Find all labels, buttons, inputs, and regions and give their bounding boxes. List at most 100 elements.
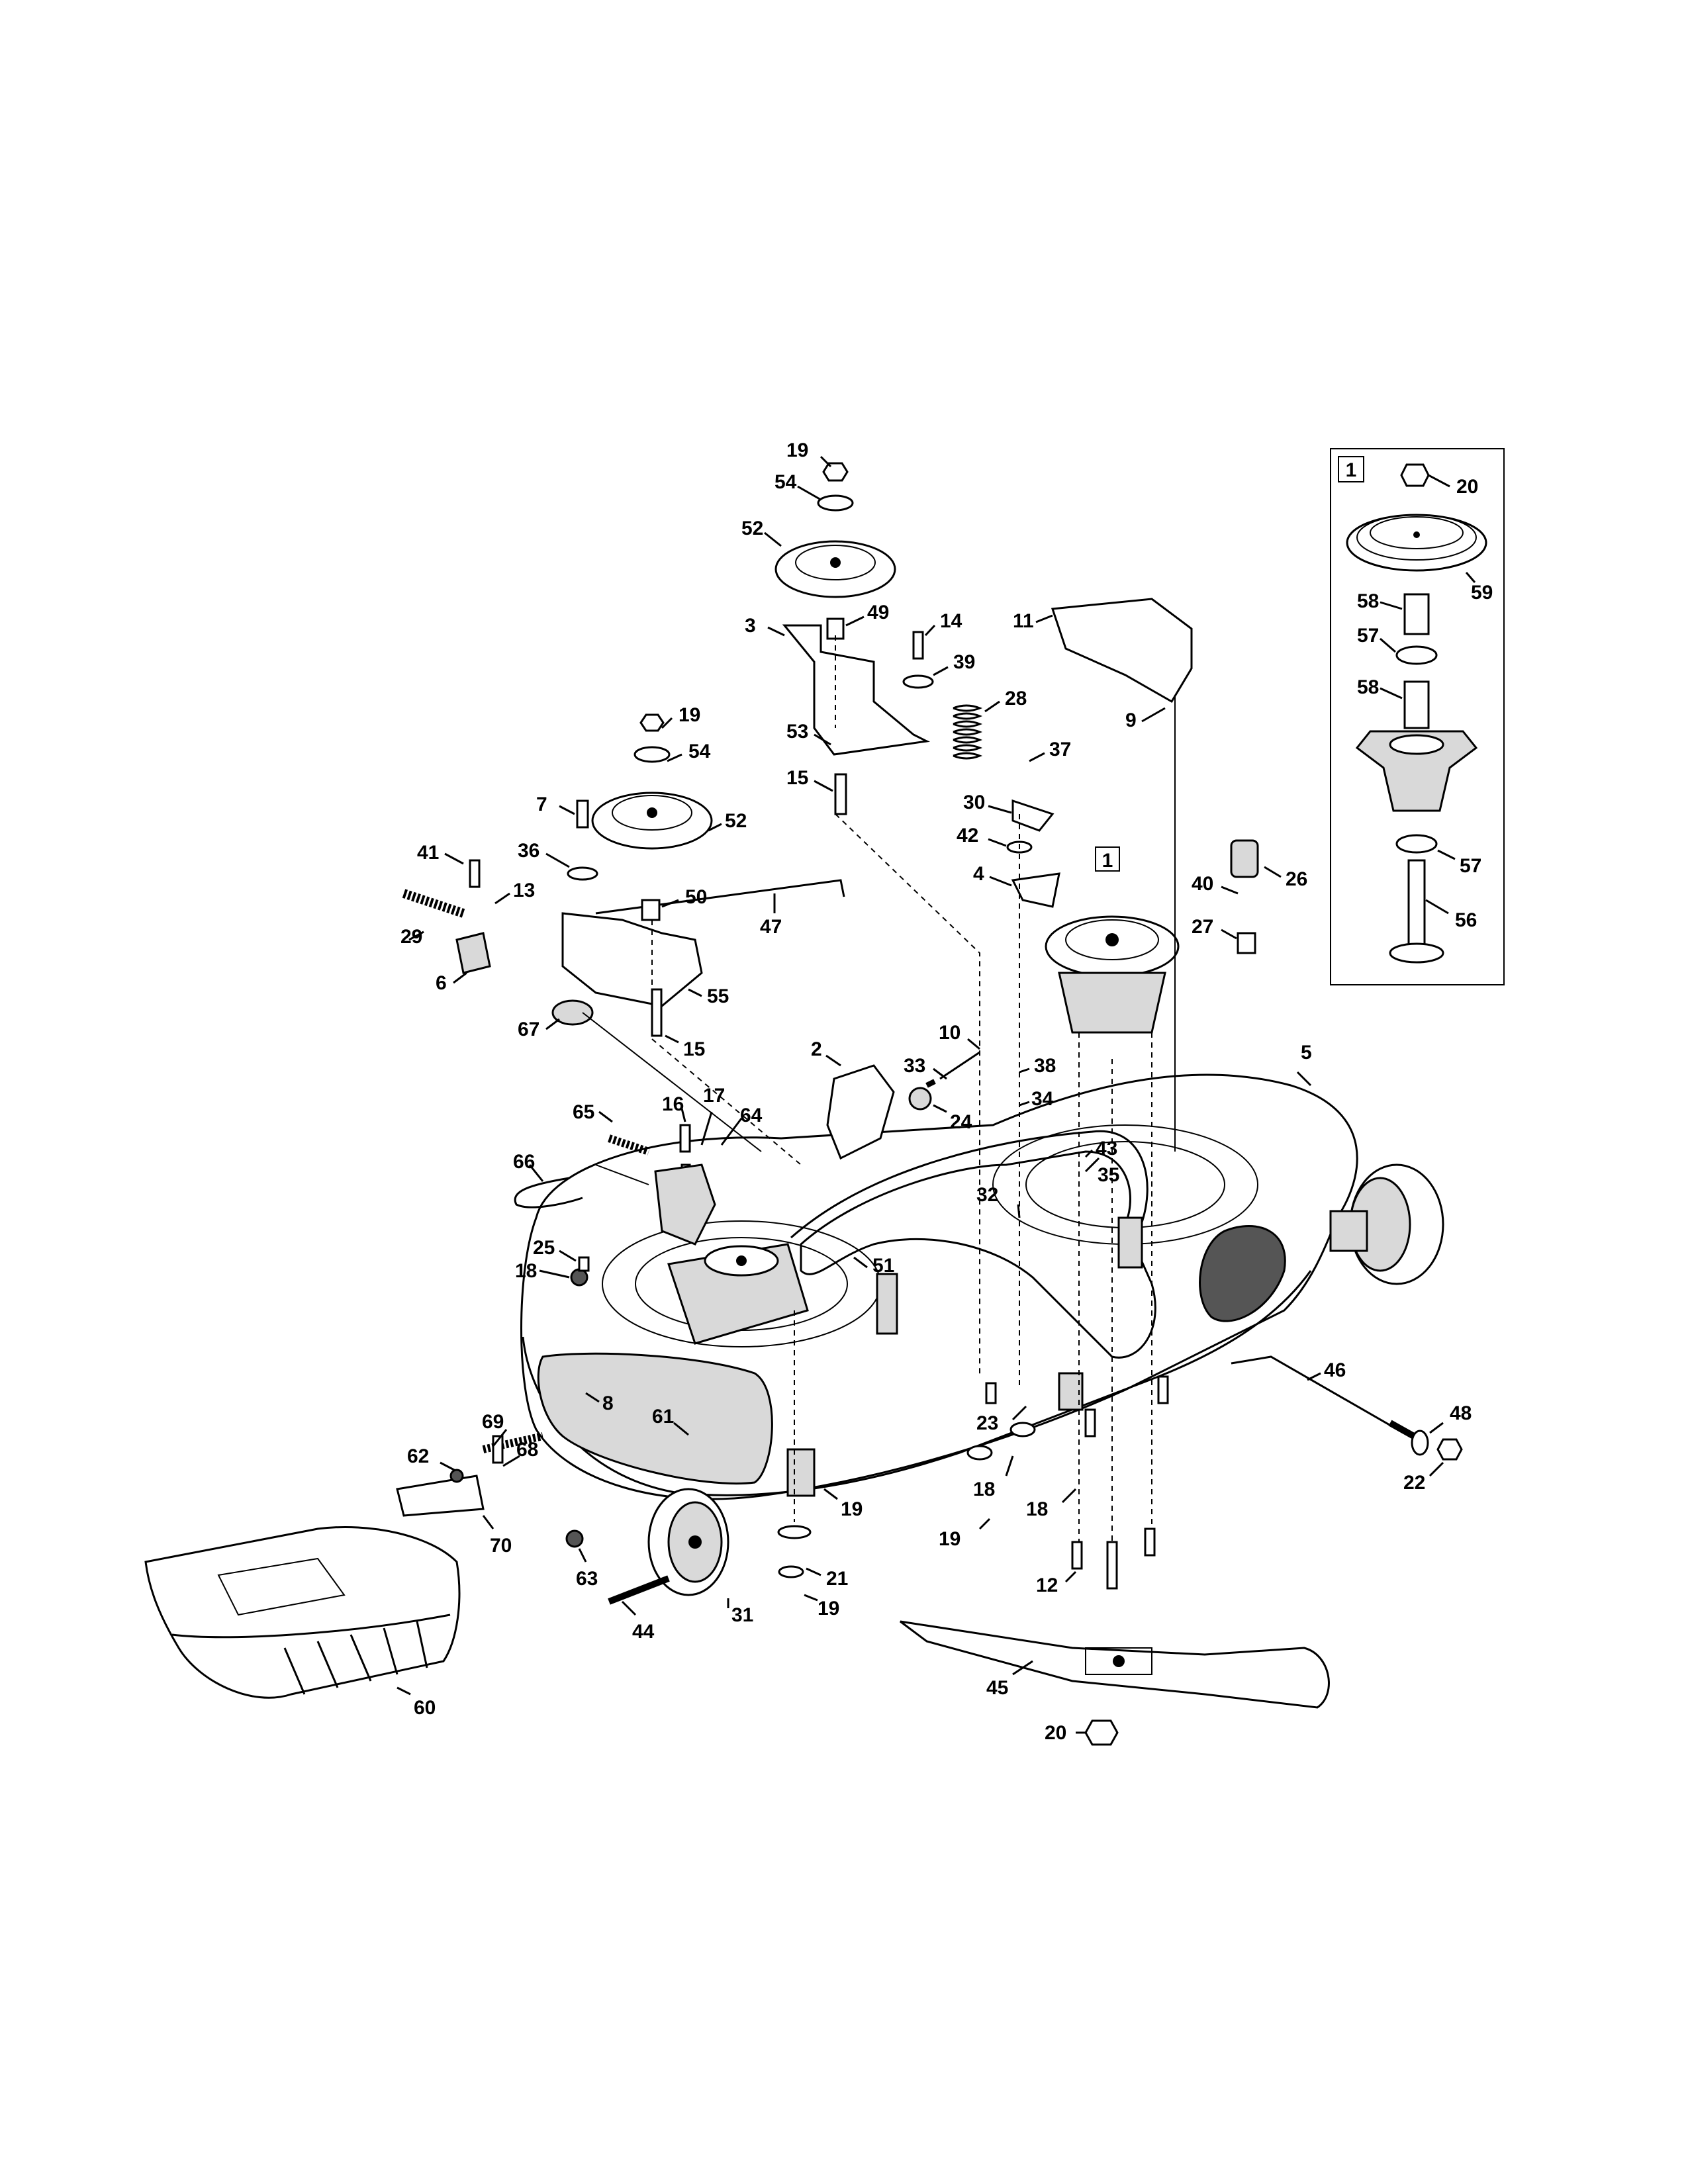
callout-3: 3 [745,615,756,637]
callout-30: 30 [963,792,985,813]
callout-43: 43 [1096,1138,1117,1160]
washer-icon [1395,645,1438,665]
spring-icon [402,889,465,918]
callout-35: 35 [1098,1164,1119,1186]
callout-19: 19 [786,439,808,461]
callout-36: 36 [518,840,539,862]
callout-18: 18 [1026,1498,1048,1520]
callout-48: 48 [1450,1402,1472,1424]
callout-18: 18 [515,1260,537,1282]
callout-56: 56 [1455,909,1477,931]
callout-57: 57 [1357,625,1379,647]
callout-44: 44 [632,1621,655,1643]
deck-bracket-icon [876,1273,898,1335]
idler-rod-icon [595,879,845,915]
callout-41: 41 [417,842,439,864]
callout-9: 9 [1125,709,1137,731]
callout-4: 4 [973,863,984,885]
callout-25: 25 [533,1237,555,1259]
spring-28 [953,704,983,760]
callout-60: 60 [414,1697,436,1719]
callout-37: 37 [1049,739,1071,760]
spindle-inset: 1 20 59 58 57 58 57 56 [1330,448,1505,985]
nut-icon [1400,463,1430,487]
callout-45: 45 [986,1677,1008,1699]
callout-16: 16 [662,1093,684,1115]
callout-13: 13 [513,880,535,901]
callout-17: 17 [703,1085,725,1107]
left-gauge-wheel [647,1488,729,1596]
callout-47: 47 [760,916,782,938]
inset-box-tag [1338,456,1364,482]
callout-42: 42 [957,825,978,846]
callout-7: 7 [536,794,547,815]
callout-15: 15 [683,1038,705,1060]
callout-59: 59 [1471,582,1493,604]
idler-arm-55-icon [561,912,703,1007]
right-gauge-wheel [1329,1163,1444,1285]
callout-54: 54 [688,741,711,762]
pulley-icon [1346,514,1487,572]
callout-62: 62 [407,1445,429,1467]
lift-rod-icon [1231,1355,1404,1434]
pulley-icon [591,792,713,850]
callout-65: 65 [573,1101,594,1123]
washer-icon [1395,834,1438,854]
spring-icon [953,704,983,760]
callout-61: 61 [652,1406,674,1428]
callout-20: 20 [1456,476,1478,498]
callout-19: 19 [679,704,700,726]
callout-31: 31 [731,1604,753,1626]
callout-2: 2 [811,1038,822,1060]
callout-50: 50 [685,886,707,908]
callout-23: 23 [976,1412,998,1434]
callout-34: 34 [1031,1088,1054,1110]
deck-bracket-9-icon [1051,598,1193,704]
callout-8: 8 [602,1392,614,1414]
callout-40: 40 [1192,873,1213,895]
callout-46: 46 [1324,1359,1346,1381]
callout-29: 29 [400,926,422,948]
bracket-2-icon [826,1064,895,1160]
spring-icon [1230,839,1259,878]
callout-66: 66 [513,1151,535,1173]
callout-21: 21 [826,1568,848,1590]
deflector-icon [144,1525,461,1699]
callout-5: 5 [1301,1042,1312,1064]
callout-58: 58 [1357,590,1379,612]
front-baffle-icon [537,1352,773,1485]
callout-28: 28 [1005,688,1027,709]
inset-box-label: 1 [1346,459,1357,481]
callout-68: 68 [516,1439,538,1461]
sleeve-icon [1403,680,1430,729]
callout-33: 33 [904,1055,925,1077]
right-spindle-assembly: 1 [1045,846,1180,1034]
mower-deck [520,1073,1358,1500]
hinge-bracket-icon [396,1475,485,1517]
callout-51: 51 [872,1255,894,1277]
spindle-housing-icon [1355,730,1478,812]
callout-69: 69 [482,1411,504,1433]
callout-24: 24 [950,1111,972,1133]
callout-20: 20 [1045,1722,1066,1744]
callout-6: 6 [436,972,447,994]
spindle-box-label: 1 [1102,850,1113,872]
callout-12: 12 [1036,1574,1058,1596]
callout-19: 19 [939,1528,961,1550]
callout-38: 38 [1034,1055,1056,1077]
callout-52: 52 [725,810,747,832]
callout-55: 55 [707,985,729,1007]
callout-52: 52 [741,518,763,539]
callout-49: 49 [867,602,889,623]
mower-blade [900,1620,1330,1709]
callout-26: 26 [1286,868,1307,890]
callout-27: 27 [1192,916,1213,938]
callout-39: 39 [953,651,975,673]
pulley-icon [774,540,896,598]
callout-32: 32 [976,1184,998,1206]
idler-pulley-upper [774,462,934,815]
callout-54: 54 [774,471,797,493]
shaft-icon [1407,859,1426,954]
callout-15: 15 [786,767,808,789]
